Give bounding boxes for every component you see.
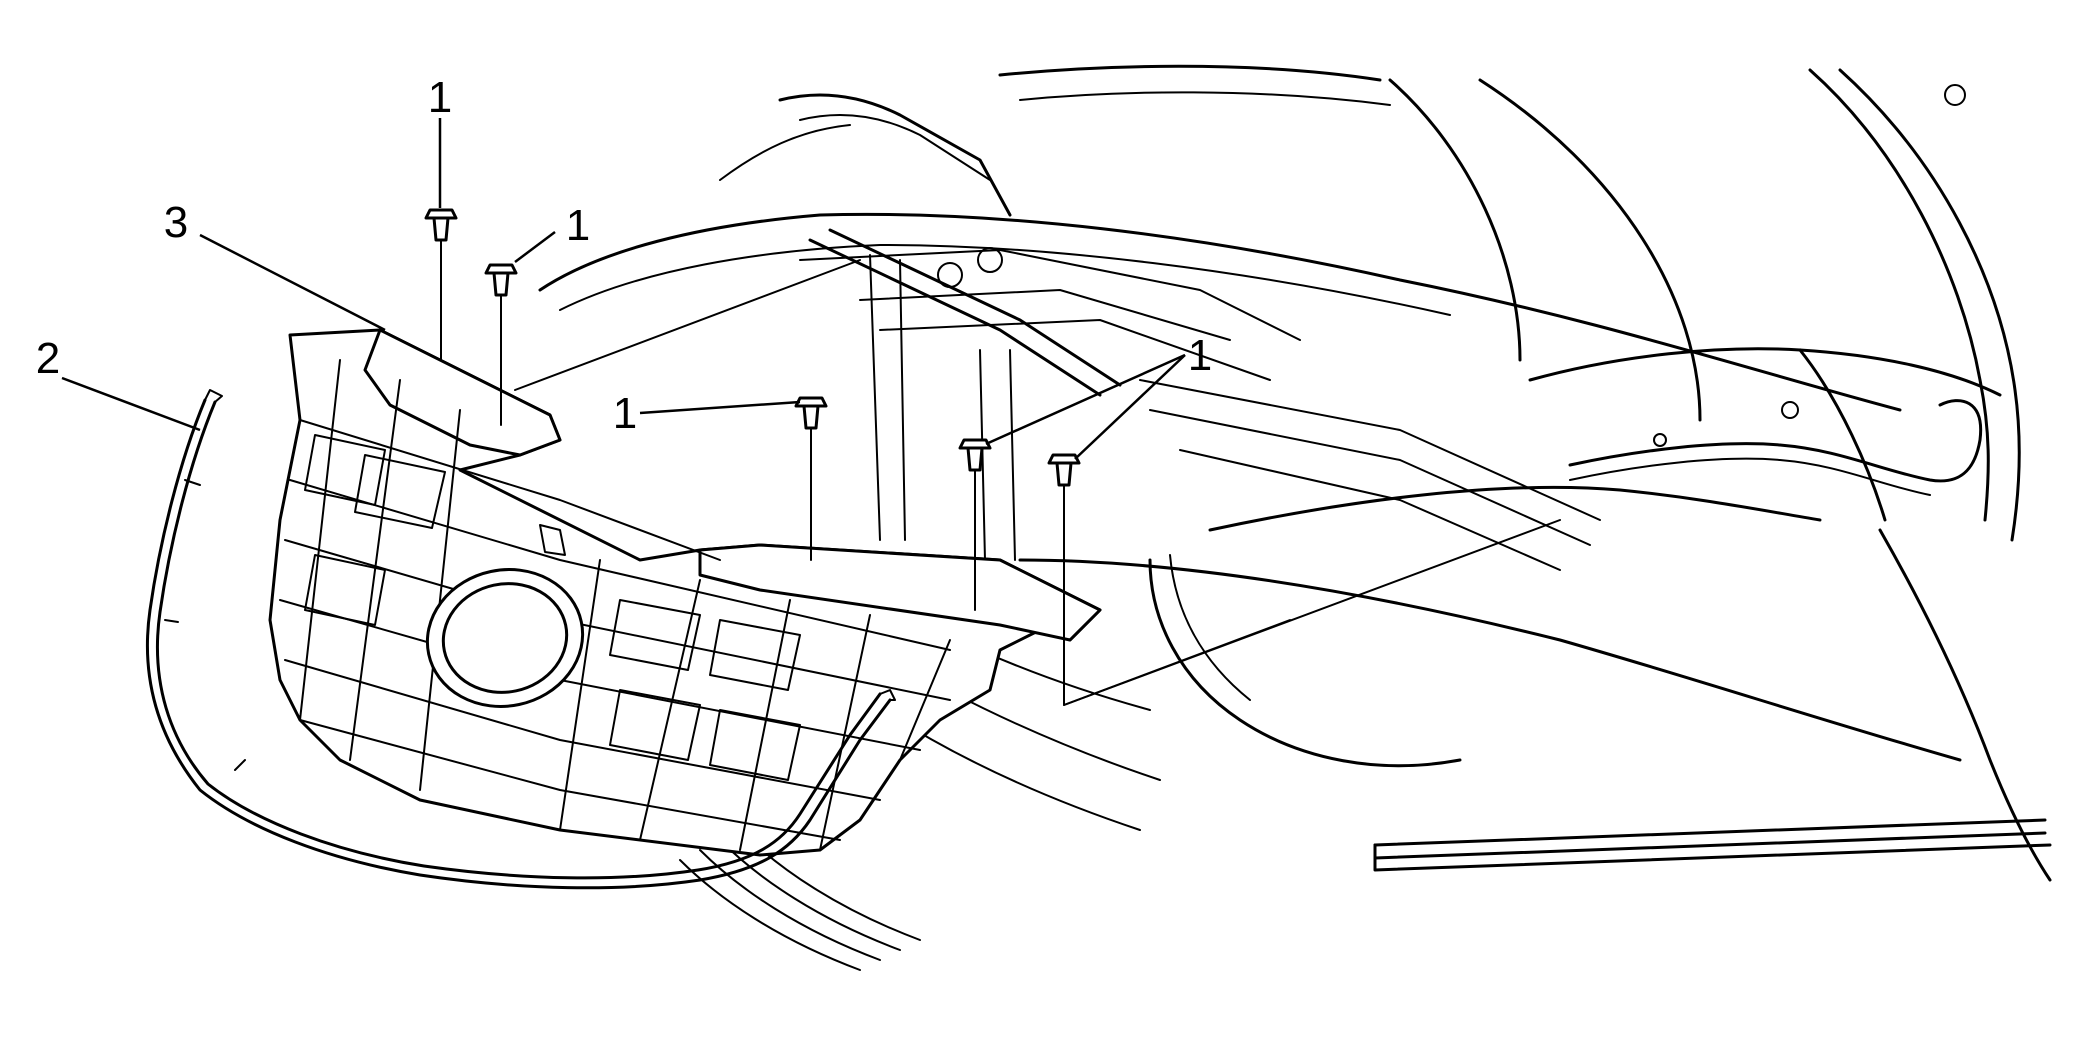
callout-2-label: 2 xyxy=(36,334,60,383)
callout-3-label: 3 xyxy=(164,198,188,247)
push-pin-b xyxy=(484,263,518,426)
callout-1d-label: 1 xyxy=(1188,331,1212,380)
callout-1c-label: 1 xyxy=(613,389,637,438)
callout-1b-label: 1 xyxy=(566,201,590,250)
grille-assembly xyxy=(268,328,1102,857)
callout-labels: 1 1 1 1 2 3 xyxy=(36,73,1212,438)
leader-lines xyxy=(61,118,1186,460)
push-pin-e xyxy=(1047,453,1081,631)
grille-molding xyxy=(146,389,896,890)
push-pin-c xyxy=(794,396,828,561)
fastener-push-pins xyxy=(424,208,1561,706)
push-pin-d xyxy=(958,438,992,611)
push-pin-a xyxy=(424,208,458,361)
callout-1a-label: 1 xyxy=(428,73,452,122)
vehicle-front-structure xyxy=(538,64,2052,971)
